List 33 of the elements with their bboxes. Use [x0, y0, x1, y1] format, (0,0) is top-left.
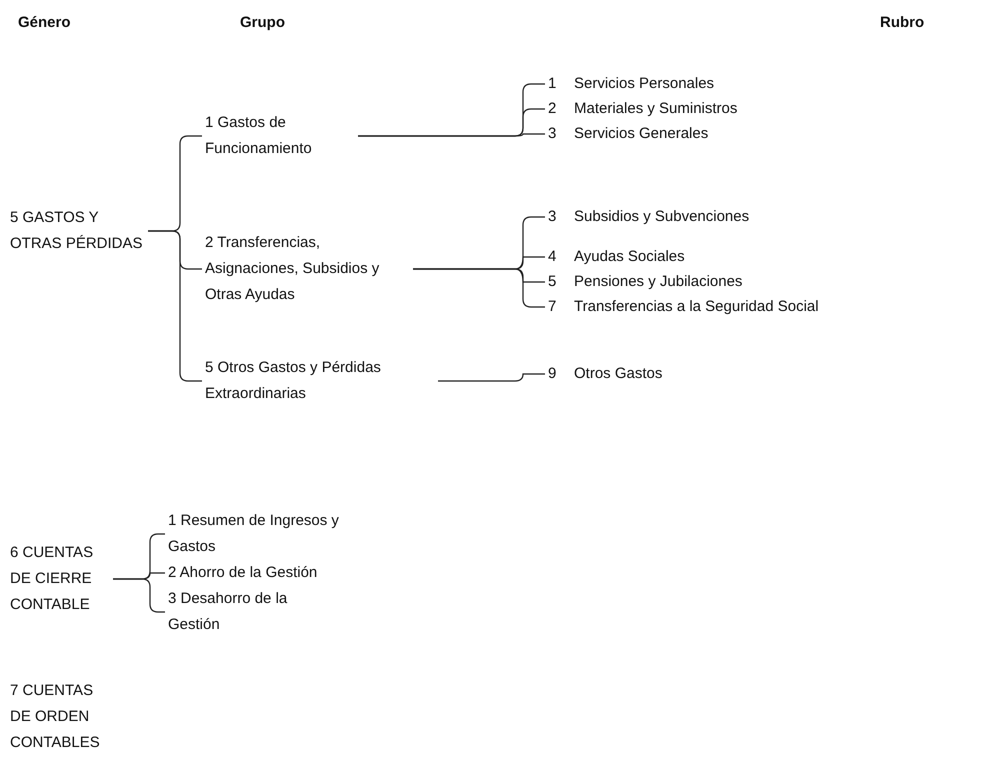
category-label: 3 Desahorro de la Gestión [168, 586, 308, 638]
item-label: Subsidios y Subvenciones [574, 208, 750, 225]
item-label: Transferencias a la Seguridad Social [574, 298, 819, 315]
brace-connector [358, 133, 545, 137]
brace-connector [413, 268, 545, 308]
item-number: 9 [548, 364, 558, 384]
column-heading: Rubro [880, 14, 924, 31]
item-label: Ayudas Sociales [574, 248, 685, 265]
item-number: 3 [548, 207, 558, 227]
category-label: 5 GASTOS Y OTRAS PÉRDIDAS [10, 205, 145, 257]
brace-connector [148, 230, 202, 382]
item-number: 5 [548, 272, 558, 292]
item-label: Materiales y Suministros [574, 100, 738, 117]
category-label: 2 Transferencias, Asignaciones, Subsidios y Otras Ayudas [205, 230, 410, 308]
item-label: Pensiones y Jubilaciones [574, 273, 742, 290]
item-label: Otros Gastos [574, 365, 662, 382]
category-label: 2 Ahorro de la Gestión [168, 560, 318, 586]
category-label: 1 Gastos de Funcionamiento [205, 110, 355, 162]
item-label: Servicios Generales [574, 125, 708, 142]
item-number: 4 [548, 247, 558, 267]
item-number: 1 [548, 74, 558, 94]
column-heading: Grupo [240, 14, 285, 31]
brace-connector [113, 578, 165, 613]
category-label: 1 Resumen de Ingresos y Gastos [168, 508, 378, 560]
item-number: 3 [548, 124, 558, 144]
column-heading: Género [18, 14, 71, 31]
brace-connector [438, 373, 545, 382]
item-number: 7 [548, 297, 558, 317]
category-label: 6 CUENTAS DE CIERRE CONTABLE [10, 540, 110, 618]
category-label: 7 CUENTAS DE ORDEN CONTABLES [10, 678, 110, 756]
item-number: 2 [548, 99, 558, 119]
category-label: 5 Otros Gastos y Pérdidas Extraordinarias [205, 355, 435, 407]
item-label: Servicios Personales [574, 75, 714, 92]
